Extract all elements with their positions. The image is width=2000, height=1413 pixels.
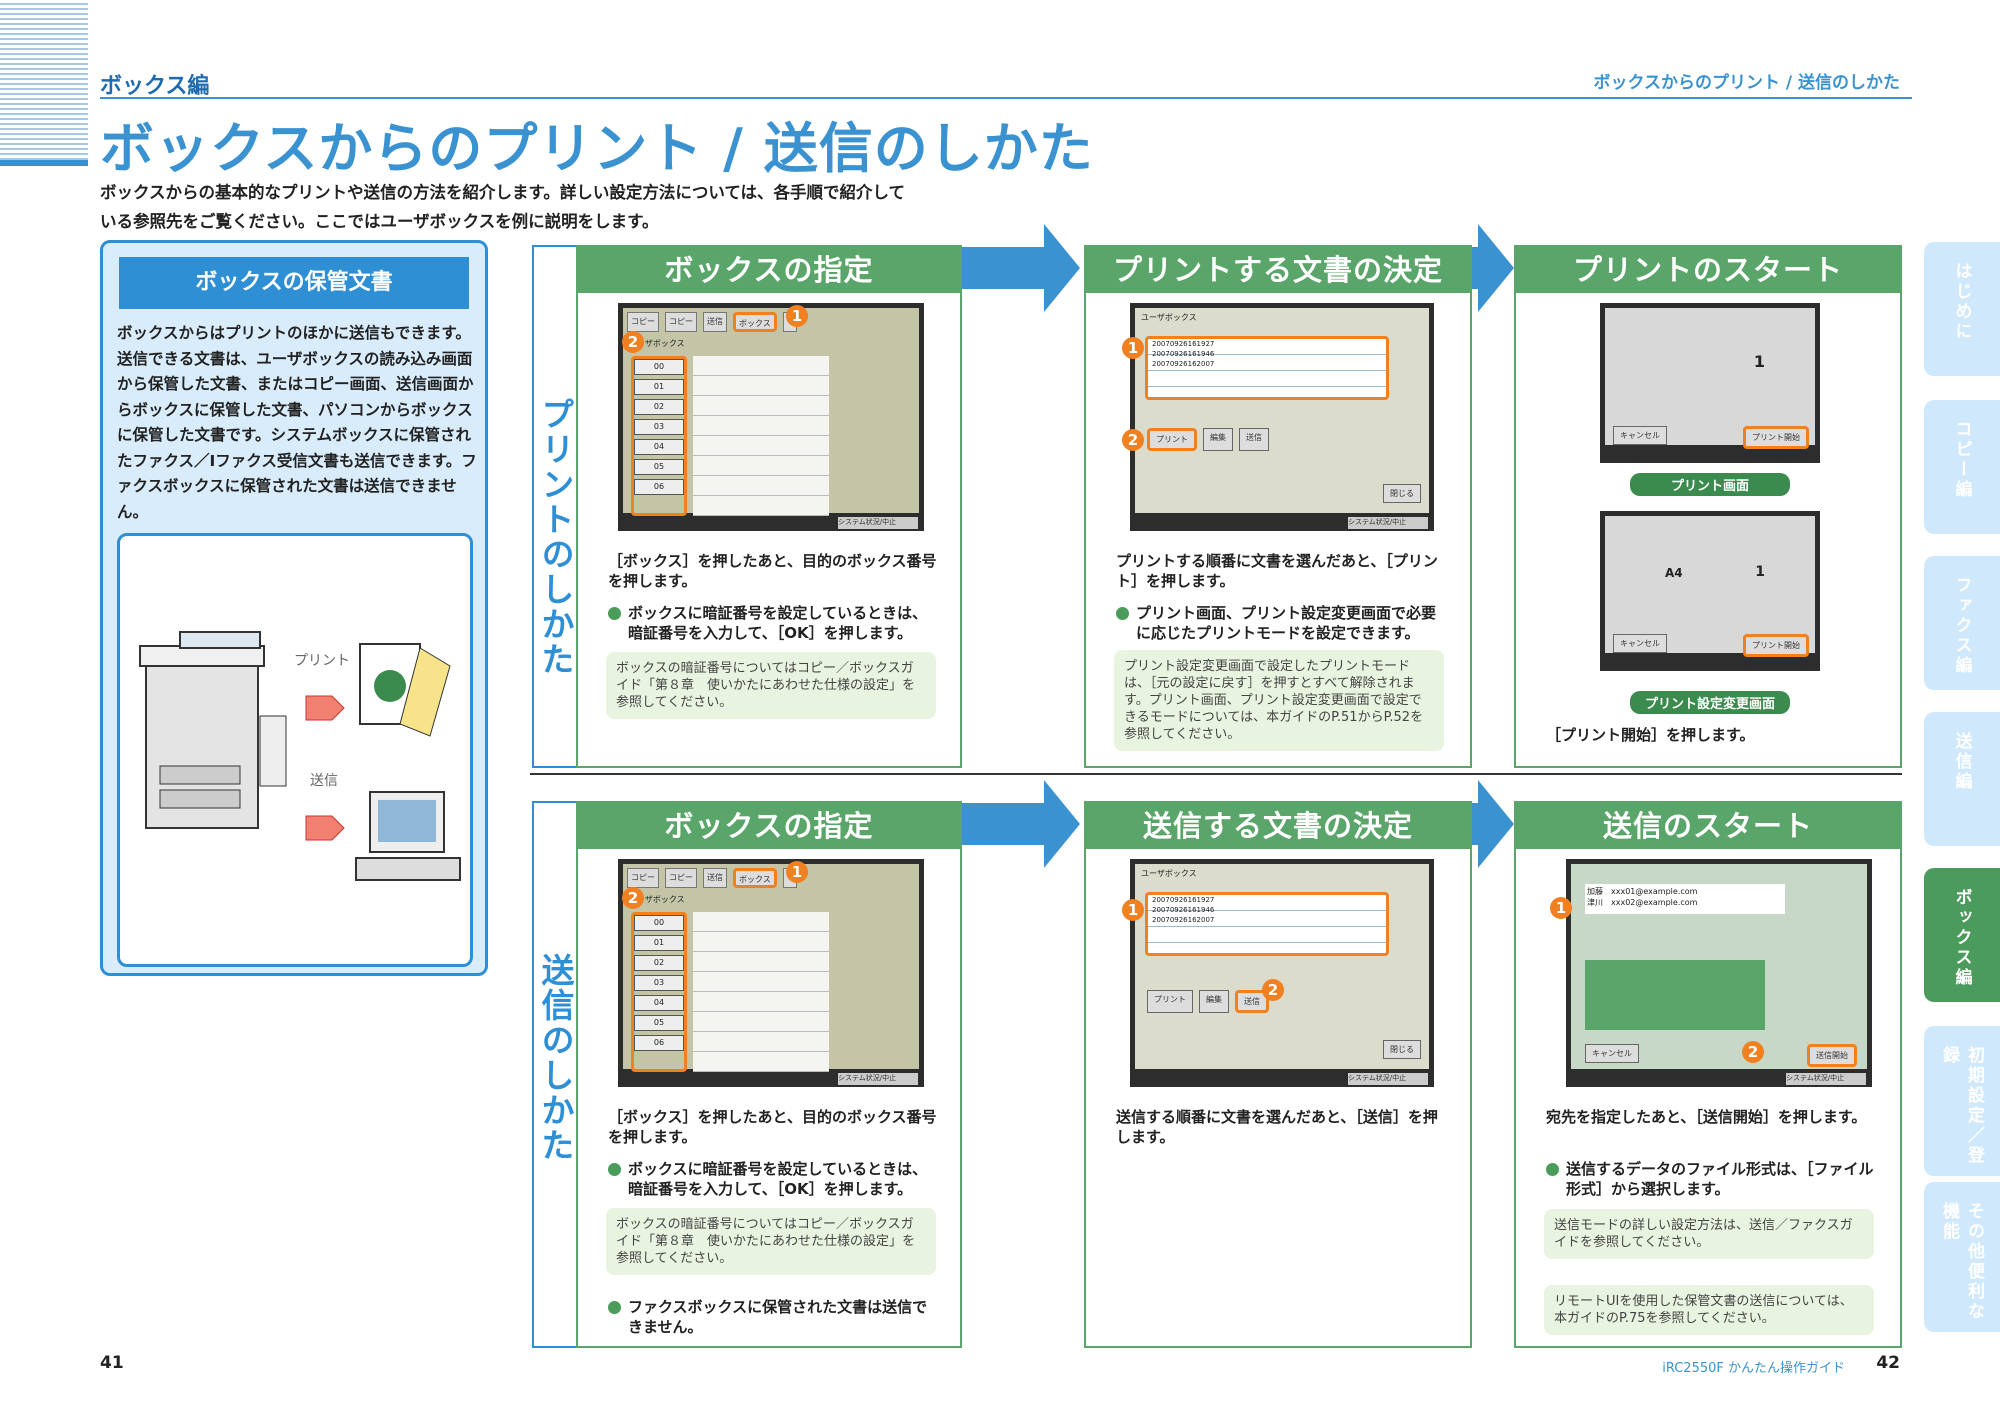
print-start-button[interactable]: プリント開始 (1743, 426, 1809, 449)
user-box-label: ユーザボックス (629, 339, 685, 348)
sidetab-intro[interactable]: はじめに (1924, 242, 2000, 376)
print-button[interactable]: プリント (1147, 428, 1197, 451)
print-settings-screen: A4 1 キャンセル プリント開始 (1600, 511, 1820, 671)
send-side-label: 送信のしかた (532, 801, 576, 1348)
status-button[interactable]: システム状況/中止 (1348, 517, 1428, 529)
decorative-stripes (0, 0, 88, 165)
cancel-button[interactable]: キャンセル (1585, 1044, 1639, 1063)
send-button[interactable]: 送信 (1235, 990, 1269, 1013)
stored-docs-text: ボックスからはプリントのほかに送信もできます。送信できる文書は、ユーザボックスの… (117, 324, 477, 521)
copies-value: 1 (1753, 352, 1765, 371)
send-step3-caption: 宛先を指定したあと、［送信開始］を押します。 (1546, 1108, 1867, 1126)
sidetab-send[interactable]: 送信編 (1924, 712, 2000, 846)
send-step1-bullet2: ファクスボックスに保管された文書は送信できません。 (608, 1297, 938, 1337)
illus-print-label: プリント (294, 653, 350, 669)
header-rule (100, 97, 1912, 99)
cancel-button[interactable]: キャンセル (1613, 426, 1667, 445)
print-step2-title: プリントする文書の決定 (1086, 247, 1470, 293)
print-step2-caption: プリントする順番に文書を選んだあと、［プリント］を押します。 (1116, 552, 1438, 590)
sidetab-other[interactable]: その他便利な機能 (1924, 1182, 2000, 1332)
print-step1-title: ボックスの指定 (578, 247, 960, 293)
box-tab[interactable]: ボックス (733, 868, 777, 888)
device-illustration: プリント 送信 (117, 533, 473, 967)
sidetab-copy[interactable]: コピー編 (1924, 400, 2000, 534)
send-step3-note1: 送信モードの詳しい設定方法は、送信／ファクスガイドを参照してください。 (1544, 1209, 1874, 1259)
stripe-bar (0, 160, 88, 166)
send-step1-note: ボックスの暗証番号についてはコピー／ボックスガイド「第８章 使いかたにあわせた仕… (606, 1208, 936, 1275)
stored-docs-box: ボックスの保管文書 ボックスからはプリントのほかに送信もできます。送信できる文書… (100, 240, 488, 976)
destination-panel[interactable] (1585, 960, 1765, 1030)
print-step1-caption: ［ボックス］を押したあと、目的のボックス番号を押します。 (608, 552, 937, 590)
send-step1-title: ボックスの指定 (578, 803, 960, 849)
page-title: ボックスからのプリント / 送信のしかた (100, 117, 1094, 180)
step-arrow (1472, 780, 1514, 868)
print-step1-note: ボックスの暗証番号についてはコピー／ボックスガイド「第８章 使いかたにあわせた仕… (606, 652, 936, 719)
status-button[interactable]: システム状況/中止 (838, 1073, 918, 1085)
guide-name: iRC2550F かんたん操作ガイド (1662, 1361, 1845, 1376)
cancel-button[interactable]: キャンセル (1613, 634, 1667, 653)
status-button[interactable]: システム状況/中止 (838, 517, 918, 529)
print-side-label: プリントのしかた (532, 245, 576, 768)
sidetab-settings[interactable]: 初期設定／登録 (1924, 1026, 2000, 1176)
row-divider (530, 773, 1902, 775)
step-arrow (1472, 224, 1514, 312)
stored-docs-title: ボックスの保管文書 (119, 257, 469, 309)
close-button[interactable]: 閉じる (1383, 484, 1421, 503)
print-settings-label: プリント設定変更画面 (1630, 691, 1790, 714)
send-step3-title: 送信のスタート (1516, 803, 1900, 849)
section-label: ボックス編 (100, 74, 210, 99)
print-step1-bullet: ボックスに暗証番号を設定しているときは、暗証番号を入力して、［OK］を押します。 (608, 603, 938, 643)
send-screen: 加藤 xxx01@example.com 津川 xxx02@example.co… (1566, 859, 1872, 1087)
send-step1-caption: ［ボックス］を押したあと、目的のボックス番号を押します。 (608, 1108, 937, 1146)
page-number-right: 42 (1876, 1353, 1900, 1373)
print-screen: 1 キャンセル プリント開始 (1600, 303, 1820, 463)
recipient-list[interactable]: 加藤 xxx01@example.com 津川 xxx02@example.co… (1585, 884, 1785, 914)
sidetab-fax[interactable]: ファクス編 (1924, 556, 2000, 690)
print-step2-bullet: プリント画面、プリント設定変更画面で必要に応じたプリントモードを設定できます。 (1116, 603, 1450, 643)
print-start-button[interactable]: プリント開始 (1743, 634, 1809, 657)
send-step1-bullet: ボックスに暗証番号を設定しているときは、暗証番号を入力して、［OK］を押します。 (608, 1159, 938, 1199)
send-step2-caption: 送信する順番に文書を選んだあと、［送信］を押します。 (1116, 1108, 1438, 1146)
send-step2-title: 送信する文書の決定 (1086, 803, 1470, 849)
status-button[interactable]: システム状況/中止 (1786, 1073, 1866, 1085)
print-step2-note: プリント設定変更画面で設定したプリントモードは、［元の設定に戻す］を押すとすべて… (1114, 650, 1444, 751)
print-button[interactable]: プリント (1147, 990, 1193, 1013)
print-step3-title: プリントのスタート (1516, 247, 1900, 293)
send-step3-panel: 送信のスタート 加藤 xxx01@example.com 津川 xxx02@ex… (1514, 801, 1902, 1348)
intro-text: ボックスからの基本的なプリントや送信の方法を紹介します。詳しい設定方法については… (100, 183, 906, 231)
send-button[interactable]: 送信 (1239, 428, 1269, 451)
step-arrow (962, 780, 1080, 868)
print-step3-caption: ［プリント開始］を押します。 (1546, 726, 1755, 744)
close-button[interactable]: 閉じる (1383, 1040, 1421, 1059)
print-step3-panel: プリントのスタート 1 キャンセル プリント開始 プリント画面 A4 1 キャン… (1514, 245, 1902, 768)
send-step3-bullet: 送信するデータのファイル形式は、［ファイル形式］から選択します。 (1546, 1159, 1876, 1199)
print-screen-label: プリント画面 (1630, 473, 1790, 496)
send-step3-note2: リモートUIを使用した保管文書の送信については、本ガイドのP.75を参照してくだ… (1544, 1285, 1874, 1335)
box-rows (693, 912, 829, 1072)
status-button[interactable]: システム状況/中止 (1348, 1073, 1428, 1085)
box-rows (693, 356, 829, 516)
copier-illustration (139, 631, 461, 881)
box-tab[interactable]: ボックス (733, 312, 777, 332)
sidetab-box[interactable]: ボックス編 (1924, 868, 2000, 1002)
illus-send-label: 送信 (310, 773, 338, 789)
running-header: ボックスからのプリント / 送信のしかた (1593, 73, 1900, 93)
send-start-button[interactable]: 送信開始 (1807, 1044, 1857, 1067)
page-number-left: 41 (100, 1353, 124, 1373)
paper-size: A4 (1665, 566, 1683, 580)
step-arrow (962, 224, 1080, 312)
